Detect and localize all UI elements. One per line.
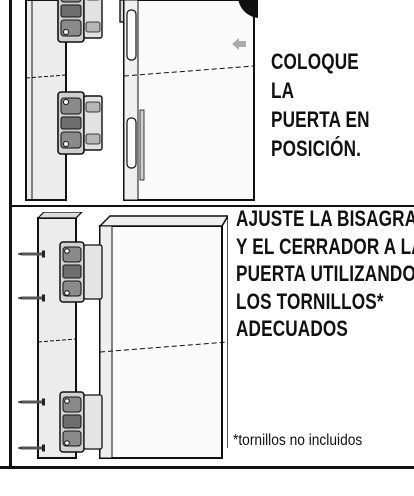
lower-hinge xyxy=(57,91,103,155)
frame-bottom-border xyxy=(0,466,414,469)
frame-left-border xyxy=(0,0,12,468)
step-number-badge xyxy=(238,0,258,18)
step-divider xyxy=(12,205,414,207)
arrow-left-icon xyxy=(232,38,246,50)
step1-instruction: COLOQUE LA PUERTA EN POSICIÓN. xyxy=(271,49,370,161)
step2-illustration xyxy=(18,212,228,459)
step2-instruction: AJUSTE LA BISAGRA Y EL CERRADOR A LA PUE… xyxy=(236,206,414,342)
lower-hinge xyxy=(59,391,103,453)
upper-hinge xyxy=(57,0,103,43)
step1-illustration xyxy=(25,0,258,201)
upper-hinge xyxy=(59,241,103,303)
door xyxy=(99,225,223,459)
footnote: *tornillos no incluidos xyxy=(233,432,363,449)
